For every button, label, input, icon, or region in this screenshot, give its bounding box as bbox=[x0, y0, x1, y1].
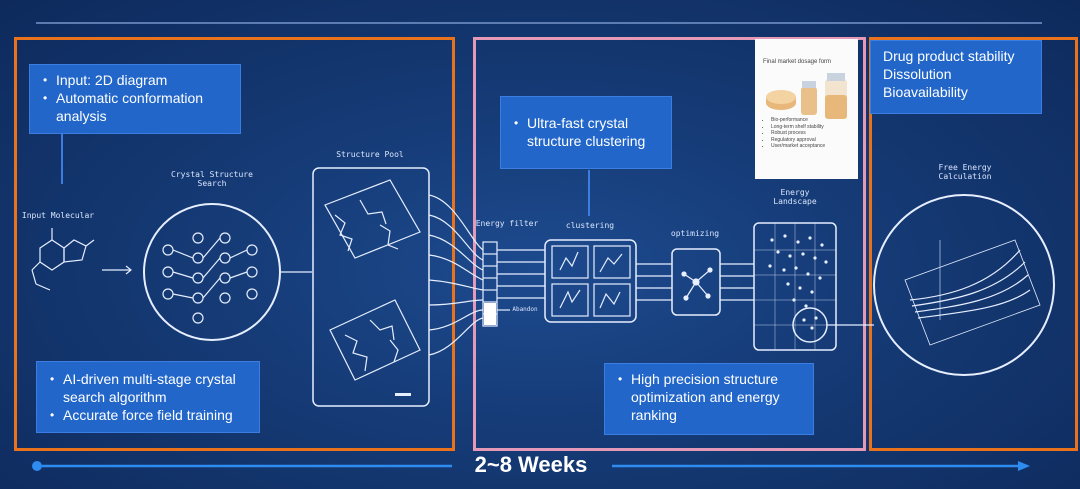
timeline-arrow bbox=[32, 461, 1030, 471]
callout-clustering: Ultra-fast crystal structure clustering bbox=[500, 96, 672, 169]
callout-drug-item: Dissolution bbox=[883, 66, 952, 82]
callout-input-item: Input: 2D diagram bbox=[43, 71, 230, 89]
dosage-card-item: User/market acceptance bbox=[771, 143, 852, 150]
timeline-label: 2~8 Weeks bbox=[474, 452, 588, 477]
callout-input: Input: 2D diagram Automatic conformation… bbox=[29, 64, 241, 134]
top-divider bbox=[36, 22, 1042, 24]
callout-input-item: Automatic conformation analysis bbox=[43, 89, 230, 125]
energy-landscape-box bbox=[753, 222, 837, 351]
callout-drug-item: Bioavailability bbox=[883, 84, 968, 100]
optimizing-label: optimizing bbox=[670, 229, 720, 238]
energy-filter-column bbox=[482, 241, 545, 327]
dosage-card-item: Long-term shelf stability bbox=[771, 124, 852, 131]
panel-clustering-optimization bbox=[473, 37, 866, 451]
panel-structure-search bbox=[14, 37, 455, 451]
structure-pool-label: Structure Pool bbox=[336, 150, 404, 159]
clustering-label: clustering bbox=[565, 221, 615, 230]
callout-optimization: High precision structure optimization an… bbox=[604, 363, 814, 435]
neural-network-icon bbox=[143, 203, 312, 341]
molecule-icon bbox=[31, 228, 95, 291]
panel-free-energy bbox=[869, 37, 1078, 451]
dosage-card-item: Regulatory approval bbox=[771, 137, 852, 144]
callout-optimization-item: High precision structure optimization an… bbox=[618, 370, 803, 424]
energy-filter-label: Energy filter bbox=[475, 219, 539, 228]
landscape-points bbox=[768, 234, 828, 330]
callout-drug-item: Drug product stability bbox=[883, 48, 1015, 64]
dosage-card-title: Final market dosage form bbox=[763, 59, 832, 65]
callout-ai-search-item: AI-driven multi-stage crystal search alg… bbox=[50, 370, 249, 406]
dosage-form-card: Final market dosage form Bio-performance… bbox=[755, 39, 858, 179]
pool-to-filter-lines bbox=[428, 194, 484, 356]
energy-landscape-label: Energy Landscape bbox=[773, 188, 817, 206]
callout-ai-search-item: Accurate force field training bbox=[50, 406, 249, 424]
callout-clustering-item: Ultra-fast crystal structure clustering bbox=[514, 114, 661, 150]
tablet-vial-icon bbox=[766, 73, 847, 119]
optimizing-box bbox=[671, 248, 721, 316]
callout-ai-search: AI-driven multi-stage crystal search alg… bbox=[36, 361, 260, 433]
abandon-label: Abandon bbox=[512, 306, 538, 313]
callout-drug-product: Drug product stability Dissolution Bioav… bbox=[870, 40, 1042, 114]
crystal-search-label: Crystal Structure Search bbox=[171, 170, 253, 188]
clustering-box bbox=[544, 239, 637, 323]
structure-pool-box bbox=[312, 167, 430, 407]
dosage-card-item: Robust process bbox=[771, 130, 852, 137]
free-energy-plot bbox=[873, 194, 1055, 376]
dosage-card-item: Bio-performance bbox=[771, 117, 852, 124]
input-molecular-label: Input Molecular bbox=[21, 211, 95, 220]
free-energy-label: Free Energy Calculation bbox=[938, 163, 992, 181]
